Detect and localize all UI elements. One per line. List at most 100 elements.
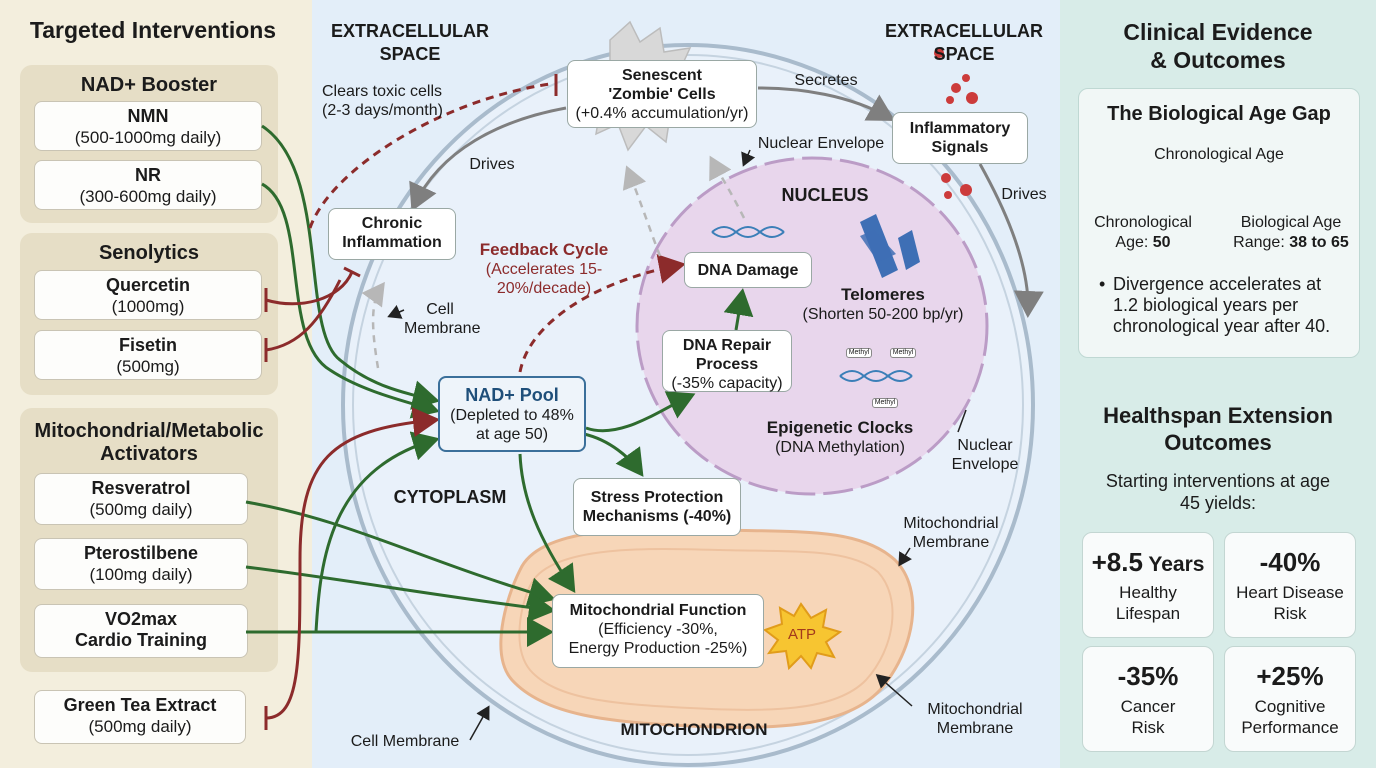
nr-box[interactable]: NR (300-600mg daily) bbox=[34, 160, 262, 210]
methyl-tag-2: Methyl bbox=[890, 348, 916, 358]
mito-function-node[interactable]: Mitochondrial Function (Efficiency -30%,… bbox=[552, 594, 764, 668]
age-gap-axis-label: Chronological Age bbox=[1154, 146, 1284, 163]
outcome-healthy-lifespan: +8.5 Years Healthy Lifespan bbox=[1082, 532, 1214, 638]
green-tea-dose: (500mg daily) bbox=[88, 717, 192, 736]
bio-age-text: Biological Age Range: bbox=[1233, 214, 1342, 251]
inflammatory-dots bbox=[934, 48, 978, 199]
mito-activators-title: Mitochondrial/Metabolic Activators bbox=[20, 420, 278, 466]
dna-helix-icon bbox=[711, 226, 785, 238]
chrono-age-label: Chronological Age: 50 bbox=[1081, 213, 1205, 253]
outcome-1-number: +8.5 bbox=[1091, 547, 1143, 577]
cell-membrane-bottom-label: Cell Membrane bbox=[350, 733, 460, 750]
outcome-heart-disease: -40% Heart Disease Risk bbox=[1224, 532, 1356, 638]
dna-repair-node[interactable]: DNA Repair Process (-35% capacity) bbox=[662, 330, 792, 392]
outcome-2-value: -40% bbox=[1259, 547, 1321, 577]
outcome-1-label: Healthy Lifespan bbox=[1115, 583, 1181, 623]
green-tea-box[interactable]: Green Tea Extract (500mg daily) bbox=[34, 690, 246, 744]
nad-pool-title: NAD+ Pool bbox=[465, 385, 559, 405]
drives-left-label: Drives bbox=[469, 156, 515, 173]
inhibition-arrows bbox=[264, 74, 686, 730]
nuclear-envelope-right-label: Nuclear Envelope bbox=[951, 437, 1019, 473]
faint-arrows bbox=[361, 155, 746, 369]
vo2max-name: VO2max bbox=[104, 609, 178, 629]
telomeres-sub: (Shorten 50-200 bp/yr) bbox=[802, 306, 964, 323]
epigenetic-clocks-label: Epigenetic Clocks (DNA Methylation) bbox=[760, 418, 920, 457]
atp-label: ATP bbox=[787, 626, 817, 643]
activation-arrows bbox=[245, 124, 754, 647]
outcome-3-label: Cancer Risk bbox=[1120, 697, 1176, 737]
green-tea-name: Green Tea Extract bbox=[63, 695, 217, 715]
extracellular-right-label: EXTRACELLULAR SPACE bbox=[885, 21, 1043, 64]
senescent-cells-node[interactable]: Senescent 'Zombie' Cells (+0.4% accumula… bbox=[567, 60, 757, 128]
nad-booster-group: NAD+ Booster NMN (500-1000mg daily) NR (… bbox=[20, 65, 278, 223]
clears-toxic-label: Clears toxic cells (2-3 days/month) bbox=[322, 83, 443, 119]
cell-membrane-upper-label: Cell Membrane bbox=[404, 301, 481, 337]
nr-dose: (300-600mg daily) bbox=[79, 187, 217, 206]
clinical-evidence-panel: Clinical Evidence & Outcomes The Biologi… bbox=[1060, 0, 1376, 768]
fisetin-name: Fisetin bbox=[118, 335, 177, 355]
chrono-age-text: Chronological Age: bbox=[1094, 214, 1192, 251]
atp-star-icon bbox=[762, 602, 843, 671]
drives-right-label: Drives bbox=[1001, 186, 1047, 203]
outcome-cognitive: +25% Cognitive Performance bbox=[1224, 646, 1356, 752]
methylated-dna-icon bbox=[839, 370, 913, 382]
clinical-title: Clinical Evidence & Outcomes bbox=[1123, 19, 1313, 73]
chronic-inflammation-node[interactable]: Chronic Inflammation bbox=[328, 208, 456, 260]
secretes-label: Secretes bbox=[794, 72, 858, 89]
methyl-tag-3: Methyl bbox=[872, 398, 898, 408]
feedback-title: Feedback Cycle bbox=[479, 240, 609, 259]
nmn-box[interactable]: NMN (500-1000mg daily) bbox=[34, 101, 262, 151]
cytoplasm-label: CYTOPLASM bbox=[393, 487, 507, 507]
outcome-4-value: +25% bbox=[1256, 661, 1324, 691]
epigenetic-title: Epigenetic Clocks bbox=[766, 418, 914, 437]
fisetin-box[interactable]: Fisetin (500mg) bbox=[34, 330, 262, 380]
mito-membrane-bottom-label: Mitochondrial Membrane bbox=[927, 701, 1023, 737]
mito-membrane-top-label: Mitochondrial Membrane bbox=[903, 515, 999, 551]
pterostilbene-name: Pterostilbene bbox=[83, 543, 199, 563]
stress-protection-node[interactable]: Stress Protection Mechanisms (-40%) bbox=[573, 478, 741, 536]
senescent-sub: (+0.4% accumulation/yr) bbox=[575, 105, 749, 122]
cell-membrane-inner bbox=[352, 54, 1024, 756]
resveratrol-box[interactable]: Resveratrol (500mg daily) bbox=[34, 473, 248, 525]
vo2max-box[interactable]: VO2max Cardio Training bbox=[34, 604, 248, 658]
bullet-dot: • bbox=[1099, 274, 1106, 294]
nad-pool-sub: (Depleted to 48% at age 50) bbox=[450, 407, 574, 443]
mito-function-sub: (Efficiency -30%, Energy Production -25%… bbox=[568, 621, 748, 657]
extracellular-left-label: EXTRACELLULAR SPACE bbox=[331, 21, 489, 64]
mito-activators-group: Mitochondrial/Metabolic Activators Resve… bbox=[20, 408, 278, 672]
pointer-lines bbox=[387, 149, 967, 741]
nmn-name: NMN bbox=[127, 106, 169, 126]
outcome-2-label: Heart Disease Risk bbox=[1236, 583, 1344, 623]
vo2max-sub: Cardio Training bbox=[74, 630, 207, 650]
resveratrol-name: Resveratrol bbox=[91, 478, 191, 498]
nmn-dose: (500-1000mg daily) bbox=[74, 128, 222, 147]
nr-name: NR bbox=[135, 165, 161, 185]
bio-age-label: Biological Age Range: 38 to 65 bbox=[1225, 213, 1357, 253]
dna-damage-node[interactable]: DNA Damage bbox=[684, 252, 812, 288]
nad-pool-node[interactable]: NAD+ Pool (Depleted to 48% at age 50) bbox=[438, 376, 586, 452]
chrono-age-value: 50 bbox=[1152, 234, 1171, 251]
dna-repair-title: DNA Repair Process bbox=[682, 337, 772, 373]
feedback-cycle-label: Feedback Cycle (Accelerates 15- 20%/deca… bbox=[474, 240, 614, 298]
age-gap-card: The Biological Age Gap Chronological Age… bbox=[1078, 88, 1360, 358]
healthspan-intro: Starting interventions at age 45 yields: bbox=[1105, 471, 1331, 513]
bio-age-value: 38 to 65 bbox=[1289, 234, 1349, 251]
interventions-title: Targeted Interventions bbox=[29, 17, 277, 43]
inflammatory-signals-node[interactable]: Inflammatory Signals bbox=[892, 112, 1028, 164]
outcome-1-unit: Years bbox=[1142, 553, 1205, 576]
fisetin-dose: (500mg) bbox=[116, 357, 180, 376]
nuclear-envelope-top-label: Nuclear Envelope bbox=[757, 135, 885, 152]
pterostilbene-box[interactable]: Pterostilbene (100mg daily) bbox=[34, 538, 248, 590]
telomeres-title: Telomeres bbox=[841, 285, 925, 304]
interventions-panel: Targeted Interventions NAD+ Booster NMN … bbox=[0, 0, 312, 768]
epigenetic-sub: (DNA Methylation) bbox=[775, 439, 905, 456]
outcome-3-value: -35% bbox=[1117, 661, 1179, 691]
feedback-sub: (Accelerates 15- 20%/decade) bbox=[485, 261, 603, 297]
nad-booster-title: NAD+ Booster bbox=[80, 74, 218, 96]
senescent-title: Senescent 'Zombie' Cells bbox=[608, 67, 716, 103]
mito-title-line1: Mitochondrial/Metabolic bbox=[34, 420, 264, 442]
senolytics-group: Senolytics Quercetin (1000mg) Fisetin (5… bbox=[20, 233, 278, 395]
mito-function-title: Mitochondrial Function bbox=[569, 602, 747, 619]
quercetin-box[interactable]: Quercetin (1000mg) bbox=[34, 270, 262, 320]
age-gap-bullet: Divergence accelerates at 1.2 biological… bbox=[1113, 274, 1331, 336]
